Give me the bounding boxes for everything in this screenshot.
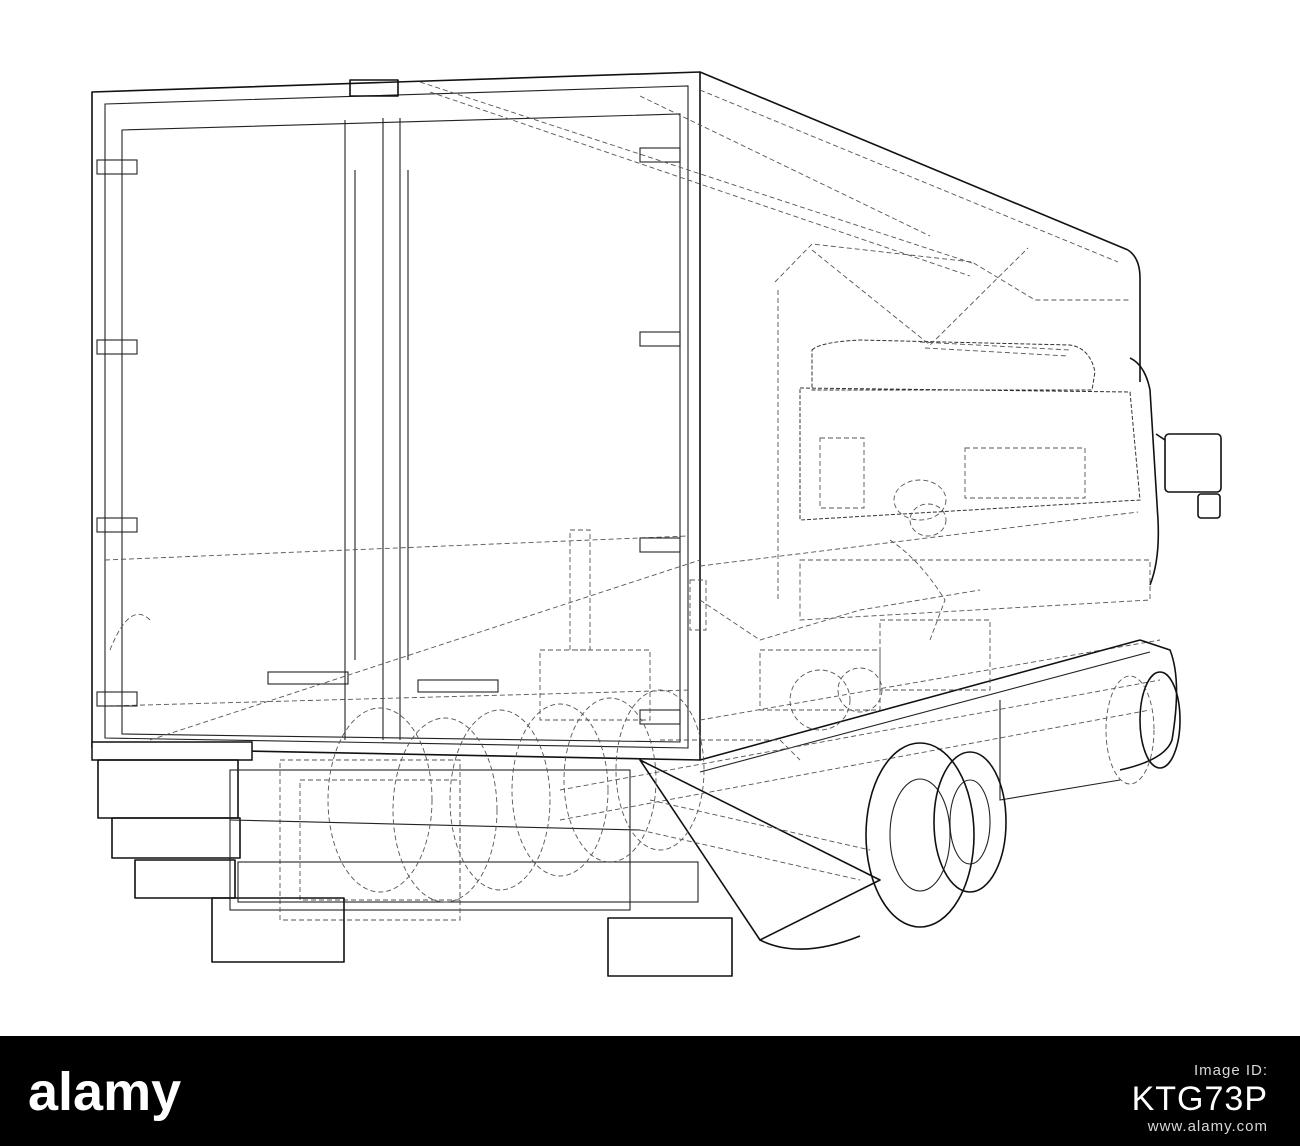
cargo-box-rear: [91, 71, 701, 761]
alamy-logo-text: alamy: [28, 1062, 181, 1122]
truck-wireframe-drawing: [91, 71, 1222, 977]
image-id-label: Image ID:: [1193, 1062, 1268, 1079]
watermark-footer: alamy Image ID: KTG73P www.alamy.com: [0, 1036, 1300, 1146]
site-url: www.alamy.com: [1147, 1118, 1268, 1135]
image-id-value: KTG73P: [1131, 1080, 1268, 1118]
inner-details: [109, 529, 991, 731]
rear-bumper: [97, 759, 733, 977]
truck-cab: [774, 243, 1222, 641]
image-id-block: Image ID: KTG73P www.alamy.com: [828, 1062, 1268, 1136]
truck-chassis: [559, 639, 1178, 941]
truck-wheels: [327, 671, 1181, 950]
cargo-box-side: [149, 71, 1161, 741]
alamy-logo-icon: alamy: [28, 1062, 181, 1122]
